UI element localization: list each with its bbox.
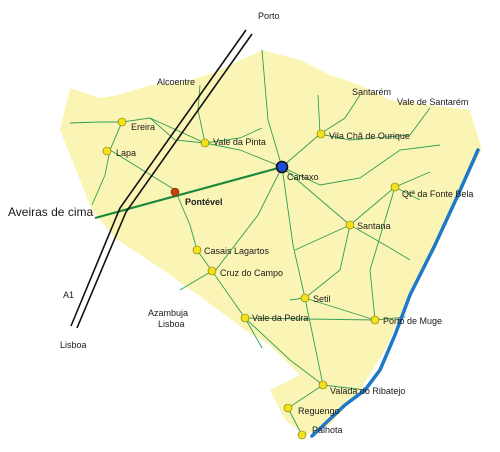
label-porto-de-muge: Porto de Muge <box>383 316 442 326</box>
town-dot-cruz-do-campo <box>207 266 217 276</box>
town-dot-vila-cha-de-ourique <box>316 129 326 139</box>
town-dot-reguengo <box>283 403 293 413</box>
road-network <box>69 49 441 436</box>
label-santana: Santana <box>357 221 391 231</box>
label-reguengo: Reguengo <box>298 406 340 416</box>
label-ereira: Ereira <box>131 122 155 132</box>
town-dot-lapa <box>102 146 112 156</box>
label-palhota: Palhota <box>312 425 343 435</box>
town-markers <box>102 117 400 440</box>
label-qta-da-fonte-bela: Qtª da Fonte Bela <box>402 189 473 199</box>
town-dot-setil <box>300 293 310 303</box>
label-lapa: Lapa <box>116 148 136 158</box>
main-road-aveiras <box>94 165 283 220</box>
railway-a1 <box>70 29 253 329</box>
town-dot-pontevel <box>170 187 180 197</box>
label-vale-de-santarem: Vale de Santarém <box>397 97 468 107</box>
town-dot-porto-de-muge <box>370 315 380 325</box>
label-lisboa: Lisboa <box>60 340 87 350</box>
town-dot-palhota <box>297 430 307 440</box>
town-dot-vale-da-pinta <box>200 138 210 148</box>
label-azambuja: Azambuja <box>148 308 188 318</box>
label-valada-do-ribatejo: Valada do Ribatejo <box>330 386 405 396</box>
town-dot-qta-da-fonte-bela <box>390 182 400 192</box>
label-vale-da-pinta: Vale da Pinta <box>213 137 266 147</box>
label-setil: Setil <box>313 294 331 304</box>
label-pontevel: Pontével <box>185 197 223 207</box>
label-cruz-do-campo: Cruz do Campo <box>220 268 283 278</box>
town-dot-casais-lagartos <box>192 245 202 255</box>
town-dot-vale-da-pedra <box>240 313 250 323</box>
map-labels: Porto Alcoentre Santarém Vale de Santaré… <box>8 11 473 435</box>
label-vila-cha-de-ourique: Vila Chã de Ourique <box>329 131 410 141</box>
label-alcoentre: Alcoentre <box>157 77 195 87</box>
label-cartaxo: Cartaxo <box>287 172 319 182</box>
label-santarem: Santarém <box>352 87 391 97</box>
tejo-river <box>310 148 480 438</box>
town-dot-santana <box>345 220 355 230</box>
label-vale-da-pedra: Vale da Pedra <box>252 313 308 323</box>
cartaxo-municipality-area <box>60 50 482 435</box>
town-dot-valada-do-ribatejo <box>318 380 328 390</box>
label-lisboa-small: Lisboa <box>158 319 185 329</box>
town-dot-cartaxo <box>275 160 289 174</box>
label-aveiras-de-cima: Aveiras de cima <box>8 205 93 219</box>
town-dot-ereira <box>117 117 127 127</box>
label-a1: A1 <box>63 290 74 300</box>
label-casais-lagartos: Casais Lagartos <box>204 246 270 256</box>
label-porto: Porto <box>258 11 280 21</box>
